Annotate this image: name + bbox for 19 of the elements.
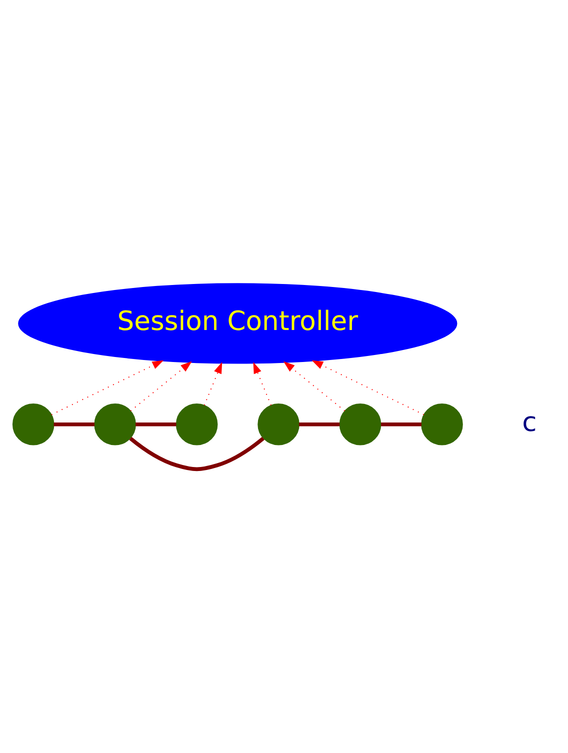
- connector: [298, 422, 340, 426]
- arrow: [51, 360, 164, 416]
- arrow: [130, 361, 192, 412]
- label: c: [522, 406, 537, 438]
- arrow: [204, 362, 222, 406]
- connector: [136, 422, 176, 426]
- arrow: [253, 362, 272, 406]
- connector: [129, 436, 264, 472]
- connector: [54, 422, 94, 426]
- connector: [381, 422, 422, 426]
- node-circle: [339, 403, 382, 446]
- node-circle: [421, 403, 463, 446]
- node-circle: [176, 403, 218, 446]
- arrow: [312, 360, 424, 416]
- node-ellipse: Session Controller: [18, 283, 458, 364]
- arrow: [283, 361, 346, 412]
- node-circle: [258, 403, 300, 446]
- node-circle: [94, 403, 136, 446]
- node-circle: [12, 403, 54, 446]
